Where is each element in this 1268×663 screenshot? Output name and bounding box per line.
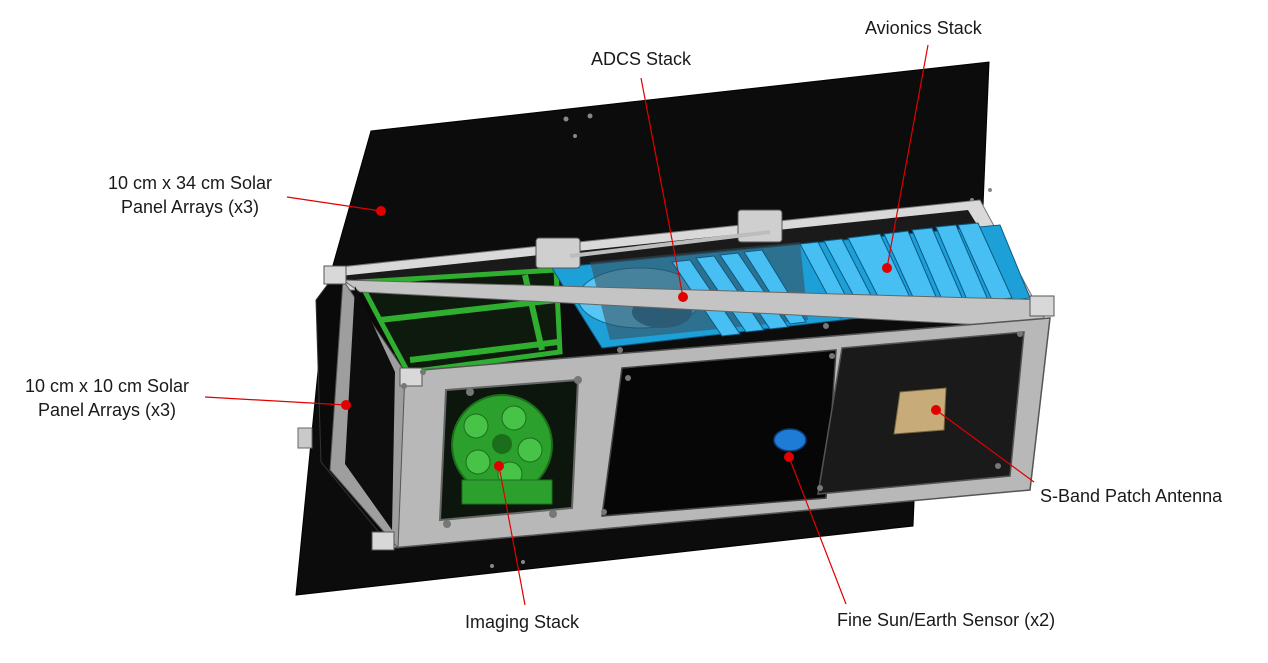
center-solar-face — [601, 349, 837, 517]
label-solar-short-line2: Panel Arrays (x3) — [37, 400, 177, 420]
label-solar-short: 10 cm x 10 cm Solar Panel Arrays (x3) — [12, 374, 202, 422]
label-solar-long: 10 cm x 34 cm Solar Panel Arrays (x3) — [95, 171, 285, 219]
label-imaging: Imaging Stack — [465, 612, 580, 632]
label-avionics: Avionics Stack — [865, 18, 982, 38]
leader-dots — [341, 206, 941, 471]
leader-lines — [204, 44, 1035, 606]
label-solar-long-line2: Panel Arrays (x3) — [120, 197, 260, 217]
patch-antenna — [893, 387, 947, 435]
sun-sensor-lens — [773, 428, 807, 452]
label-patch-antenna: S-Band Patch Antenna — [1040, 486, 1223, 506]
label-sun-sensor: Fine Sun/Earth Sensor (x2) — [837, 610, 1056, 630]
label-solar-long-line1: 10 cm x 34 cm Solar — [107, 173, 273, 193]
imaging-optics — [451, 394, 553, 505]
label-solar-short-line1: 10 cm x 10 cm Solar — [24, 376, 190, 396]
label-adcs: ADCS Stack — [591, 49, 692, 69]
